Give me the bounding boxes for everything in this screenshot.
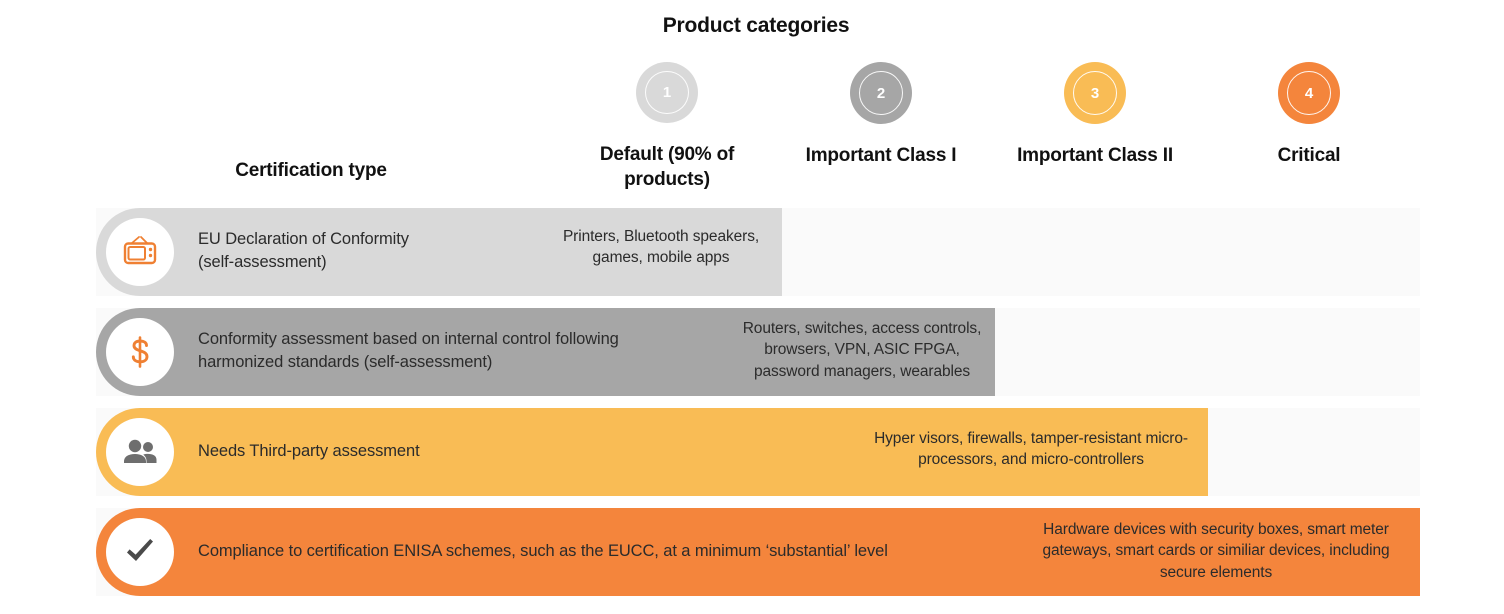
row-label-1: EU Declaration of Conformity (self-asses… — [198, 230, 409, 272]
row-label-3: Needs Third-party assessment — [198, 442, 420, 460]
certification-rows: EU Declaration of Conformity (self-asses… — [0, 208, 1504, 608]
badge-ring-icon — [645, 71, 689, 115]
category-badge-1: 1 — [636, 62, 698, 124]
row-bar-4: Compliance to certification ENISA scheme… — [96, 508, 1420, 596]
badge-ring-icon — [1287, 71, 1331, 115]
row-cell-3: Hyper visors, firewalls, tamper-resistan… — [874, 430, 1188, 469]
row-icon-container-4 — [106, 518, 174, 586]
category-header-2: 2 Important Class I — [774, 62, 988, 192]
table-row: Compliance to certification ENISA scheme… — [0, 508, 1504, 596]
category-number-3: 3 — [1090, 84, 1100, 102]
row-bar-3: Needs Third-party assessment — [96, 408, 1208, 496]
page-title-text: Product categories — [662, 14, 850, 37]
table-row: Conformity assessment based on internal … — [0, 308, 1504, 396]
badge-ring-icon — [859, 71, 903, 115]
category-label-4: Critical — [1277, 145, 1341, 166]
category-label-2: Important Class I — [805, 145, 957, 166]
checkmark-icon — [127, 539, 153, 561]
badge-ring-icon — [1073, 71, 1117, 115]
row-cell-2: Routers, switches, access controls, brow… — [742, 320, 982, 380]
dollar-sign-icon — [131, 336, 149, 368]
row-bar-2: Conformity assessment based on internal … — [96, 308, 995, 396]
row-icon-container-3 — [106, 418, 174, 486]
category-header-1: 1 Default (90% of products) — [560, 62, 774, 192]
retro-tv-icon — [123, 236, 157, 265]
category-label-3: Important Class II — [1017, 145, 1173, 166]
row-cell-1: Printers, Bluetooth speakers, games, mob… — [562, 228, 760, 267]
row-label-2: Conformity assessment based on internal … — [198, 330, 619, 372]
page-title: Product categories — [0, 14, 1504, 38]
certification-type-header: Certification type — [235, 160, 387, 181]
category-number-4: 4 — [1304, 84, 1314, 102]
category-label-1: Default (90% of products) — [599, 144, 735, 190]
category-number-1: 1 — [662, 84, 672, 102]
row-bar-1: EU Declaration of Conformity (self-asses… — [96, 208, 782, 296]
people-icon — [124, 439, 157, 463]
category-badge-3: 3 — [1064, 62, 1126, 124]
category-badge-4: 4 — [1278, 62, 1340, 124]
row-cell-4: Hardware devices with security boxes, sm… — [1042, 521, 1390, 581]
category-headers: 1 Default (90% of products) 2 Important … — [560, 62, 1442, 192]
category-header-4: 4 Critical — [1202, 62, 1416, 192]
row-label-4: Compliance to certification ENISA scheme… — [198, 542, 888, 560]
table-row: EU Declaration of Conformity (self-asses… — [0, 208, 1504, 296]
table-row: Needs Third-party assessment Hyper visor… — [0, 408, 1504, 496]
category-number-2: 2 — [876, 84, 886, 102]
category-header-3: 3 Important Class II — [988, 62, 1202, 192]
category-badge-2: 2 — [850, 62, 912, 124]
row-icon-container-2 — [106, 318, 174, 386]
row-icon-container-1 — [106, 218, 174, 286]
